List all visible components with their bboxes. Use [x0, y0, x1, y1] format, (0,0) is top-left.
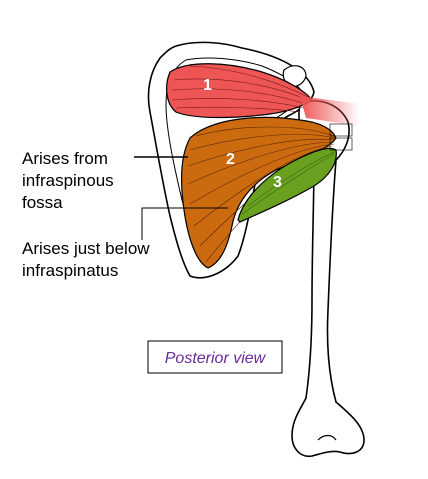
label-infraspinous-line2: infraspinous — [22, 171, 114, 190]
insertion-marker-2 — [329, 137, 353, 151]
label-teres-line1: Arises just below — [22, 239, 150, 258]
label-infraspinous-line1: Arises from — [22, 149, 108, 168]
callout-line-teres — [141, 207, 228, 240]
muscle-2-number: 2 — [226, 151, 235, 168]
muscle-1-fibers — [171, 65, 311, 113]
acromion — [282, 65, 307, 88]
label-teres-line2: infraspinatus — [22, 261, 118, 280]
muscle-1-tendon — [300, 96, 360, 126]
muscle-3-number: 3 — [273, 174, 282, 191]
label-infraspinous-line3: fossa — [22, 193, 63, 212]
view-caption-box — [147, 340, 283, 374]
muscle-2-infraspinatus — [180, 116, 337, 269]
humerus-condyle — [317, 434, 337, 441]
muscle-1-number: 1 — [203, 77, 212, 94]
insertion-marker-1 — [329, 123, 353, 137]
humerus-bone — [291, 100, 365, 458]
view-caption: Posterior view — [165, 350, 267, 367]
